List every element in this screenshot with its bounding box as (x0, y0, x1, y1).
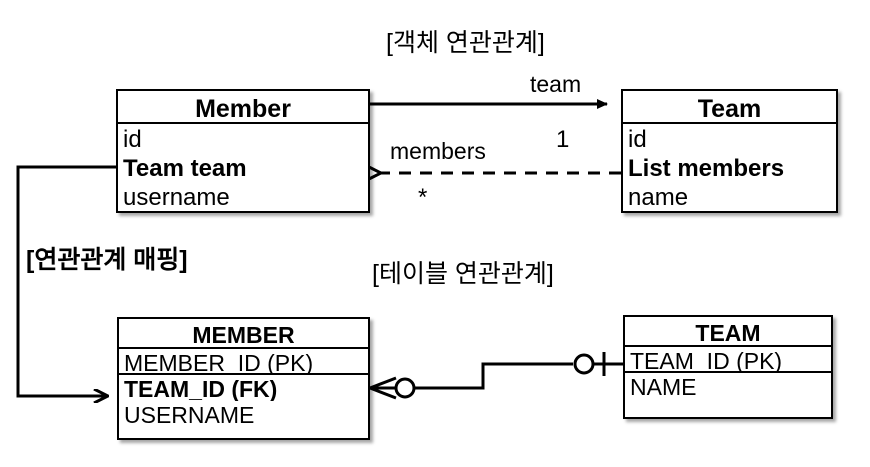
entity-member[interactable]: Member id Team team username (116, 89, 370, 213)
table-member-title: MEMBER (119, 319, 368, 349)
entity-team-attr-name: name (628, 184, 689, 211)
edge-label-team: team (530, 71, 582, 97)
table-team-title: TEAM (625, 317, 831, 347)
entity-member-attr-username: username (123, 184, 230, 211)
entity-team-title: Team (623, 91, 836, 124)
entity-team[interactable]: Team id List members name (621, 89, 838, 213)
heading-object-association: [객체 연관관계] (386, 29, 545, 57)
table-relationship-connector (369, 352, 623, 400)
table-team[interactable]: TEAM TEAM_ID (PK) NAME (623, 315, 833, 419)
table-member-col-member-id: MEMBER_ID (PK) (119, 349, 368, 375)
entity-member-attr-team: Team team (123, 155, 247, 182)
table-member-col-team-id: TEAM_ID (FK) (124, 376, 278, 401)
heading-table-association: [테이블 연관관계] (372, 260, 554, 288)
multiplicity-many: * (418, 184, 428, 211)
mapping-bracket (16, 165, 116, 396)
table-member-col-username: USERNAME (124, 402, 255, 427)
entity-member-attr-id: id (123, 126, 142, 153)
edge-label-members: members (390, 138, 486, 164)
entity-team-attr-id: id (628, 126, 647, 153)
entity-team-attr-members: List members (628, 155, 785, 182)
table-team-col-name: NAME (630, 374, 697, 399)
entity-member-title: Member (118, 91, 368, 124)
table-team-col-team-id: TEAM_ID (PK) (625, 347, 831, 373)
table-member[interactable]: MEMBER MEMBER_ID (PK) TEAM_ID (FK) USERN… (117, 317, 370, 440)
heading-association-mapping: [연관관계 매핑] (26, 246, 188, 274)
multiplicity-one: 1 (556, 126, 570, 153)
